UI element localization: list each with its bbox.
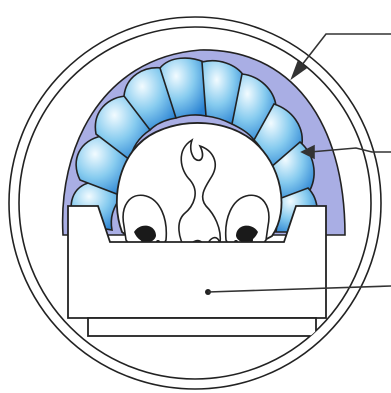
dog-head-icon (117, 123, 282, 257)
box-base (88, 318, 316, 336)
